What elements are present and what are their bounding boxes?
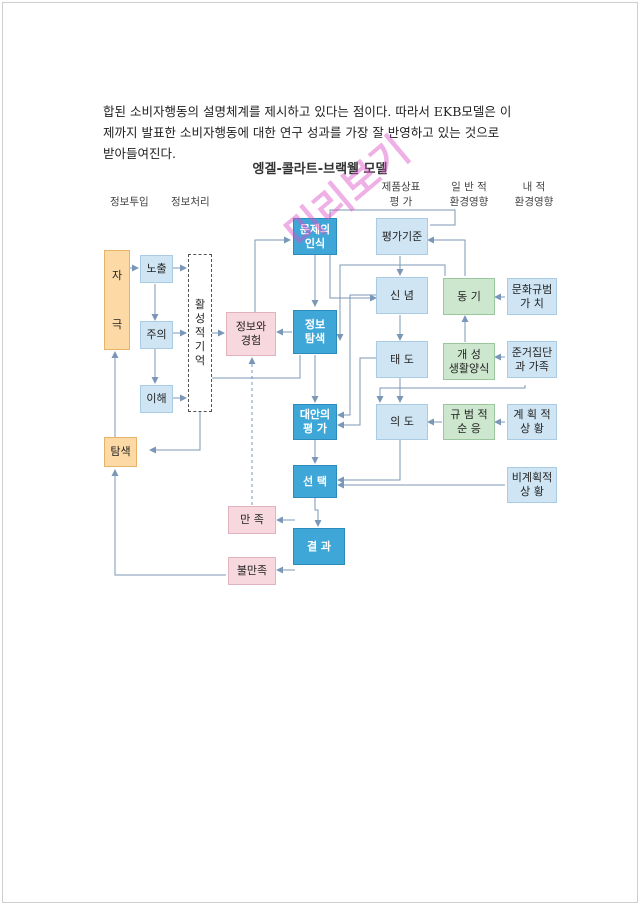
evaluation-criteria-box: 평가기준: [376, 218, 428, 255]
header-product-eval: 제품상표 평 가: [378, 180, 424, 210]
reference-group-line-2: 과 가족: [515, 359, 549, 373]
lifestyle-box: 개 성 생활양식: [443, 343, 495, 380]
alternative-evaluation-box: 대안의 평 가: [293, 404, 337, 440]
info-experience-line-1: 정보와: [235, 320, 267, 333]
stimulus-label-2: 극: [111, 317, 123, 331]
dissatisfaction-box: 불만족: [228, 557, 276, 585]
lifestyle-line-2: 생활양식: [448, 361, 490, 375]
header-internal-env: 내 적 환경영향: [508, 180, 560, 210]
choice-box: 선 택: [293, 465, 337, 498]
intention-box: 의 도: [376, 404, 428, 440]
normative-compliance-box: 규 범 적 순 응: [443, 404, 495, 440]
unplanned-situation-line-1: 비계획적: [511, 471, 553, 484]
active-memory-char-2: 성: [194, 312, 206, 325]
paragraph-line-3: 받아들여진다.: [103, 146, 176, 161]
cultural-norms-line-2: 가 치: [520, 296, 544, 310]
header-general-env-line-2: 환경영향: [449, 196, 489, 208]
attitude-box: 태 도: [376, 341, 428, 378]
header-general-env: 일 반 적 환경영향: [443, 180, 495, 210]
stimulus-label-1: 자: [111, 268, 123, 282]
planned-situation-box: 계 획 적 상 황: [507, 404, 557, 440]
normative-line-1: 규 범 적: [450, 408, 488, 421]
satisfaction-box: 만 족: [228, 506, 276, 534]
info-search-line-1: 정보: [304, 318, 326, 331]
reference-group-box: 준거집단 과 가족: [507, 341, 557, 378]
planned-situation-line-1: 계 획 적: [513, 408, 551, 421]
belief-box: 신 념: [376, 277, 428, 314]
cultural-norms-box: 문화규범 가 치: [507, 278, 557, 315]
active-memory-char-1: 활: [194, 298, 206, 311]
body-paragraph: 합된 소비자행동의 설명체계를 제시하고 있다는 점이다. 따라서 EKB모델은…: [103, 101, 543, 164]
cultural-norms-line-1: 문화규범: [511, 282, 553, 296]
active-memory-char-5: 억: [194, 354, 206, 367]
lifestyle-line-1: 개 성: [457, 347, 481, 361]
diagram-title: 엥겔-콜라트-브랙웰 모델: [252, 162, 388, 177]
paragraph-line-1: 합된 소비자행동의 설명체계를 제시하고 있다는 점이다. 따라서 EKB모델은…: [103, 104, 512, 119]
info-search-box: 정보 탐색: [293, 310, 337, 354]
planned-situation-line-2: 상 황: [520, 422, 544, 435]
info-search-line-2: 탐색: [304, 332, 326, 345]
header-info-processing: 정보처리: [171, 196, 210, 208]
header-product-eval-line-2: 평 가: [389, 196, 413, 208]
unplanned-situation-line-2: 상 황: [520, 485, 544, 498]
problem-recognition-line-2: 인식: [304, 236, 326, 250]
info-experience-line-2: 경험: [240, 334, 262, 347]
attention-box: 주의: [140, 321, 173, 349]
normative-line-2: 순 응: [457, 422, 481, 435]
header-internal-env-line-1: 내 적: [522, 181, 546, 193]
header-internal-env-line-2: 환경영향: [514, 196, 554, 208]
unplanned-situation-box: 비계획적 상 황: [507, 467, 557, 503]
active-memory-box: 활 성 적 기 억: [188, 254, 212, 412]
stimulus-box: 자 극: [104, 250, 130, 350]
problem-recognition-line-1: 문제의: [299, 222, 331, 236]
alternative-evaluation-line-1: 대안의: [299, 408, 331, 421]
reference-group-line-1: 준거집단: [511, 345, 553, 359]
alternative-evaluation-line-2: 평 가: [302, 422, 328, 435]
search-box: 탐색: [104, 437, 137, 467]
active-memory-char-3: 적: [194, 326, 206, 339]
exposure-box: 노출: [140, 255, 173, 283]
outcome-box: 결 과: [293, 528, 345, 565]
header-product-eval-line-1: 제품상표: [381, 181, 421, 193]
comprehension-box: 이해: [140, 385, 173, 413]
header-general-env-line-1: 일 반 적: [451, 181, 487, 193]
problem-recognition-box: 문제의 인식: [293, 218, 337, 255]
info-experience-box: 정보와 경험: [226, 312, 276, 356]
paragraph-line-2: 제까지 발표한 소비자행동에 대한 연구 성과를 가장 잘 반영하고 있는 것으…: [103, 125, 500, 140]
active-memory-char-4: 기: [194, 340, 206, 353]
motive-box: 동 기: [443, 278, 495, 315]
header-info-input: 정보투입: [110, 196, 149, 208]
